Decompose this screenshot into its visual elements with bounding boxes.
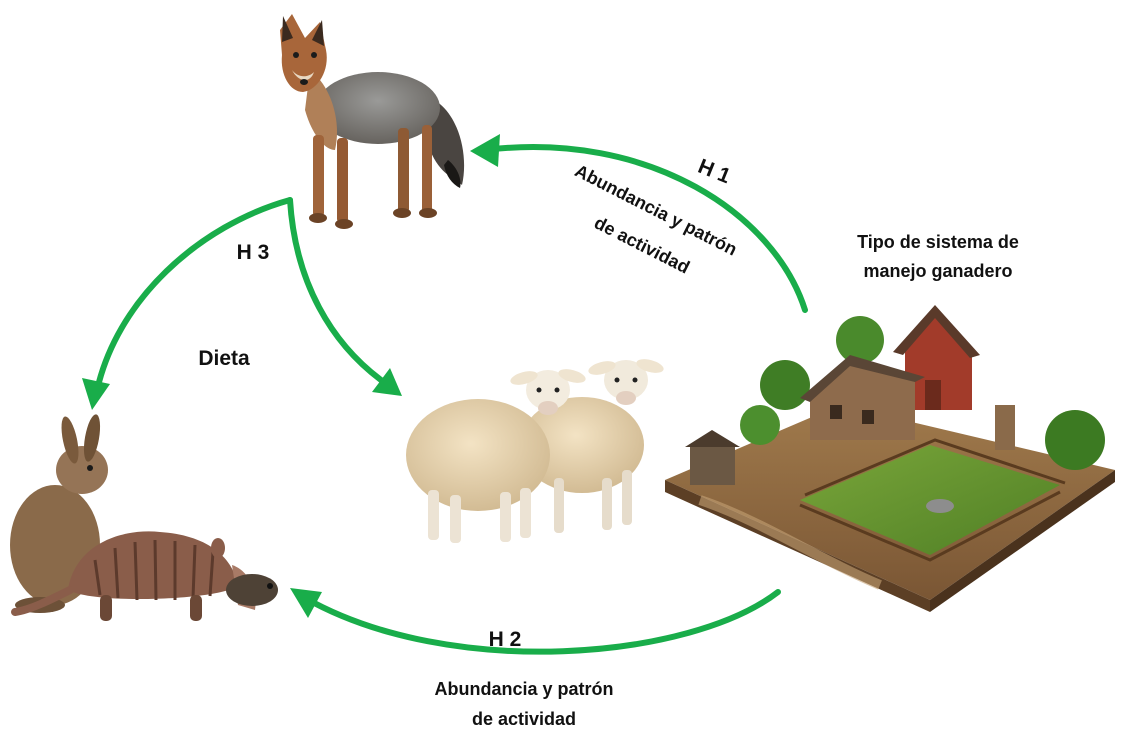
- h2-description-line1: Abundancia y patrón: [434, 679, 613, 699]
- arrow-h1: [470, 134, 805, 310]
- h3-label: H 3: [237, 241, 270, 264]
- h1-label: H 1: [695, 155, 734, 189]
- sheep-icon: [406, 357, 665, 543]
- livestock-farm-icon: [665, 305, 1115, 612]
- hare-armadillo-rodent-icon: [10, 413, 278, 621]
- h2-description-line2: de actividad: [472, 709, 576, 729]
- fox-icon: [280, 14, 464, 229]
- farm-title-line2: manejo ganadero: [863, 261, 1012, 281]
- arrow-h2: [290, 588, 778, 652]
- arrow-h3-to-prey: [82, 200, 290, 410]
- arrow-h3-to-sheep: [290, 200, 402, 396]
- dieta-label: Dieta: [198, 347, 250, 370]
- h2-label: H 2: [489, 628, 522, 651]
- farm-title-line1: Tipo de sistema de: [857, 232, 1019, 252]
